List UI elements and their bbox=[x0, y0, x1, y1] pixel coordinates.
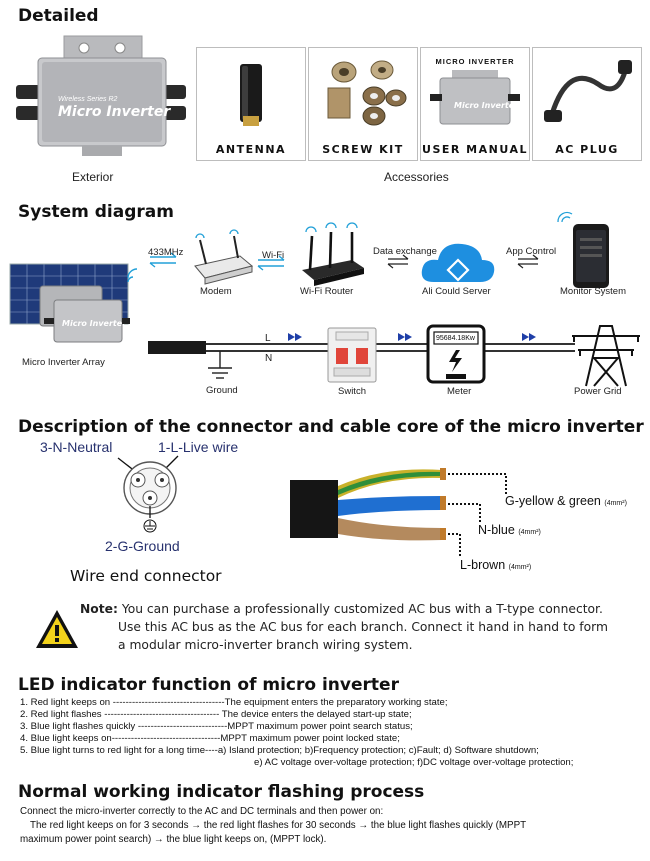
wire-end-connector-label: Wire end connector bbox=[70, 567, 222, 585]
wire-l-label: L-brown (4mm²) bbox=[460, 558, 532, 572]
led-heading: LED indicator function of micro inverter bbox=[18, 675, 399, 695]
switch-label: Switch bbox=[338, 386, 366, 397]
monitor-phone-icon bbox=[557, 211, 609, 288]
ac-plug-image bbox=[538, 54, 636, 130]
cable-diagram bbox=[290, 468, 507, 556]
array-label: Micro Inverter Array bbox=[22, 357, 105, 368]
ground-symbol-icon bbox=[208, 351, 232, 379]
switch-icon bbox=[327, 327, 377, 383]
inverter-brand-label: Micro Inverter bbox=[58, 104, 171, 120]
inverter-array-icon: Micro Inverter bbox=[39, 285, 130, 343]
connector-diagram bbox=[117, 455, 179, 533]
neutral-label: 3-N-Neutral bbox=[40, 439, 113, 455]
monitor-system-label: Monitor System bbox=[560, 286, 626, 297]
manual-cover-title: MICRO INVERTER bbox=[435, 57, 515, 66]
card-screw-kit-label: SCREW KIT bbox=[322, 143, 404, 156]
meter-reading: 95684.18Kw bbox=[436, 335, 475, 342]
led-row-5-continued: e) AC voltage over-voltage protection; f… bbox=[254, 757, 574, 768]
array-wireless-icon bbox=[127, 268, 138, 283]
data-exchange-arrows-icon bbox=[387, 254, 409, 269]
antenna-image bbox=[202, 54, 300, 130]
led-row-3: 3. Blue light flashes quickly ----------… bbox=[20, 721, 413, 732]
modem-label: Modem bbox=[200, 286, 232, 297]
line-n-label: N bbox=[265, 353, 273, 364]
normal-line-3: maximum power point search) → the blue l… bbox=[20, 834, 327, 845]
card-screw-kit: SCREW KIT bbox=[308, 47, 418, 161]
system-diagram-heading: System diagram bbox=[18, 202, 174, 222]
ground-label: Ground bbox=[206, 385, 238, 396]
power-grid-label: Power Grid bbox=[574, 386, 622, 397]
app-control-arrows-icon bbox=[517, 254, 539, 269]
card-antenna: ANTENNA bbox=[196, 47, 306, 161]
connector-heading: Description of the connector and cable c… bbox=[18, 417, 644, 437]
accessories-caption: Accessories bbox=[384, 170, 449, 184]
wifi-label: Wi-Fi bbox=[262, 250, 285, 261]
card-ac-plug-label: AC PLUG bbox=[555, 143, 619, 156]
router-label: Wi-Fi Router bbox=[300, 286, 354, 297]
led-row-1: 1. Red light keeps on ------------------… bbox=[20, 697, 448, 708]
svg-text:Micro Inverter: Micro Inverter bbox=[62, 319, 127, 328]
433mhz-arrows-icon bbox=[149, 252, 177, 268]
exterior-caption: Exterior bbox=[72, 170, 114, 184]
cloud-server-icon bbox=[421, 243, 495, 282]
live-wire-label: 1-L-Live wire bbox=[158, 439, 239, 455]
normal-line-2: The red light keeps on for 3 seconds → t… bbox=[30, 820, 527, 831]
warning-icon bbox=[36, 610, 78, 648]
app-control-label: App Control bbox=[506, 246, 557, 257]
433mhz-label: 433MHz bbox=[148, 247, 184, 258]
ground-pin-label: 2-G-Ground bbox=[105, 538, 180, 554]
line-l-label: L bbox=[265, 333, 271, 344]
card-antenna-label: ANTENNA bbox=[215, 143, 287, 156]
data-exchange-label: Data exchange bbox=[373, 246, 437, 257]
meter-icon bbox=[426, 324, 486, 384]
flow-chevrons-icon bbox=[288, 333, 536, 341]
inverter-series-label: Wireless Series R2 bbox=[58, 96, 118, 103]
meter-label: Meter bbox=[447, 386, 472, 397]
cloud-server-label: Ali Could Server bbox=[422, 286, 491, 297]
wire-n-label: N-blue (4mm²) bbox=[478, 523, 541, 537]
user-manual-image: Micro Inverter bbox=[426, 68, 524, 130]
card-user-manual-label: USER MANUAL bbox=[422, 143, 528, 156]
led-row-5: 5. Blue light turns to red light for a l… bbox=[20, 745, 539, 756]
connector-face-icon bbox=[123, 461, 177, 515]
router-icon bbox=[302, 222, 364, 286]
exterior-inverter-image bbox=[12, 30, 188, 168]
detailed-heading: Detailed bbox=[18, 6, 99, 26]
normal-line-1: Connect the micro-inverter correctly to … bbox=[20, 806, 384, 817]
note-line-1: Note: You can purchase a professionally … bbox=[80, 602, 603, 616]
power-grid-icon bbox=[572, 325, 640, 387]
svg-text:Micro Inverter: Micro Inverter bbox=[454, 101, 519, 110]
led-row-2: 2. Red light flashes -------------------… bbox=[20, 709, 412, 720]
screw-kit-image bbox=[314, 54, 412, 130]
note-line-3: a modular micro-inverter branch wiring s… bbox=[118, 638, 413, 652]
normal-heading: Normal working indicator flashing proces… bbox=[18, 782, 425, 802]
cable-core-icon bbox=[290, 468, 446, 541]
led-row-4: 4. Blue light keeps on------------------… bbox=[20, 733, 400, 744]
card-ac-plug: AC PLUG bbox=[532, 47, 642, 161]
earth-ground-icon bbox=[143, 519, 157, 533]
wire-g-label: G-yellow & green (4mm²) bbox=[505, 494, 627, 508]
note-line-2: Use this AC bus as the AC bus for each b… bbox=[118, 620, 608, 634]
modem-icon bbox=[194, 229, 254, 285]
wifi-arrows-icon bbox=[257, 255, 285, 271]
system-diagram: Micro Inverter bbox=[9, 211, 640, 387]
card-user-manual: MICRO INVERTER Micro Inverter USER MANUA… bbox=[420, 47, 530, 161]
